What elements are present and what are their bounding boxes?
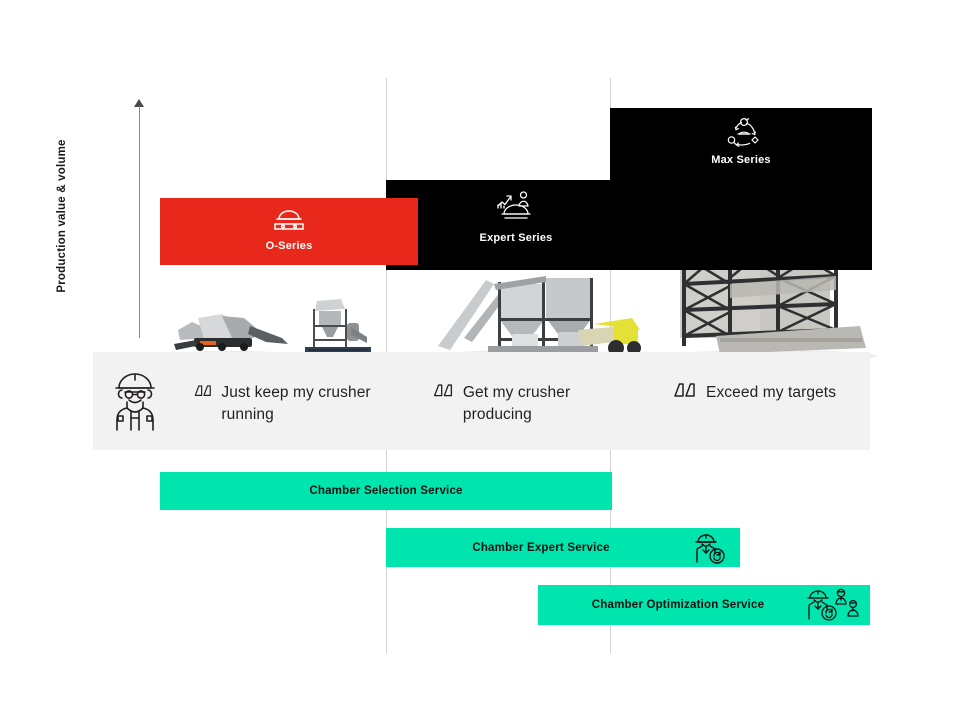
tier-label-o-series: O-Series — [265, 240, 313, 252]
persona-band — [93, 352, 870, 450]
quote-icon — [194, 385, 211, 396]
quote-icon — [433, 384, 453, 397]
service-bar-chamber-expert[interactable]: Chamber Expert Service — [386, 528, 740, 567]
tier-label-max-series: Max Series — [711, 154, 771, 166]
worker-hardhat-icon — [115, 373, 155, 431]
tier-bar-max-series[interactable]: Max Series — [610, 108, 872, 174]
crusher-lifecycle-cycle-icon — [727, 117, 759, 147]
tier-label-expert-series: Expert Series — [479, 232, 553, 244]
y-axis-line — [139, 106, 140, 338]
tier-bar-expert-series[interactable]: Expert Series — [386, 180, 646, 270]
quote-icon — [674, 383, 695, 397]
expert-team-icon — [807, 588, 859, 621]
persona-quote-2: Get my crusher producing — [432, 382, 622, 426]
tier-bar-o-series[interactable]: O-Series — [160, 198, 418, 265]
persona-quote-text-2: Get my crusher producing — [462, 384, 571, 423]
expert-person-icon — [695, 533, 725, 564]
equipment-mobile-crusher — [172, 314, 292, 359]
tier-bar-expert-extension — [610, 174, 872, 270]
equipment-small-plant — [299, 299, 379, 360]
persona-quote-3: Exceed my targets — [672, 382, 862, 404]
y-axis-label: Production value & volume — [56, 139, 68, 293]
persona-quote-text-1: Just keep my crusher running — [221, 384, 371, 423]
service-label-chamber-selection: Chamber Selection Service — [309, 485, 463, 497]
persona-quote-text-3: Exceed my targets — [706, 384, 837, 401]
y-axis-arrow-icon — [134, 99, 144, 107]
equipment-mid-plant — [433, 276, 641, 362]
service-bar-chamber-optimization[interactable]: Chamber Optimization Service — [538, 585, 870, 625]
persona-quote-1: Just keep my crusher running — [193, 382, 383, 426]
service-label-chamber-optimization: Chamber Optimization Service — [591, 599, 765, 611]
crusher-chart-person-icon — [497, 191, 531, 219]
service-label-chamber-expert: Chamber Expert Service — [472, 541, 610, 554]
mobile-crusher-icon — [274, 210, 304, 230]
service-bar-chamber-selection[interactable]: Chamber Selection Service — [160, 472, 612, 510]
